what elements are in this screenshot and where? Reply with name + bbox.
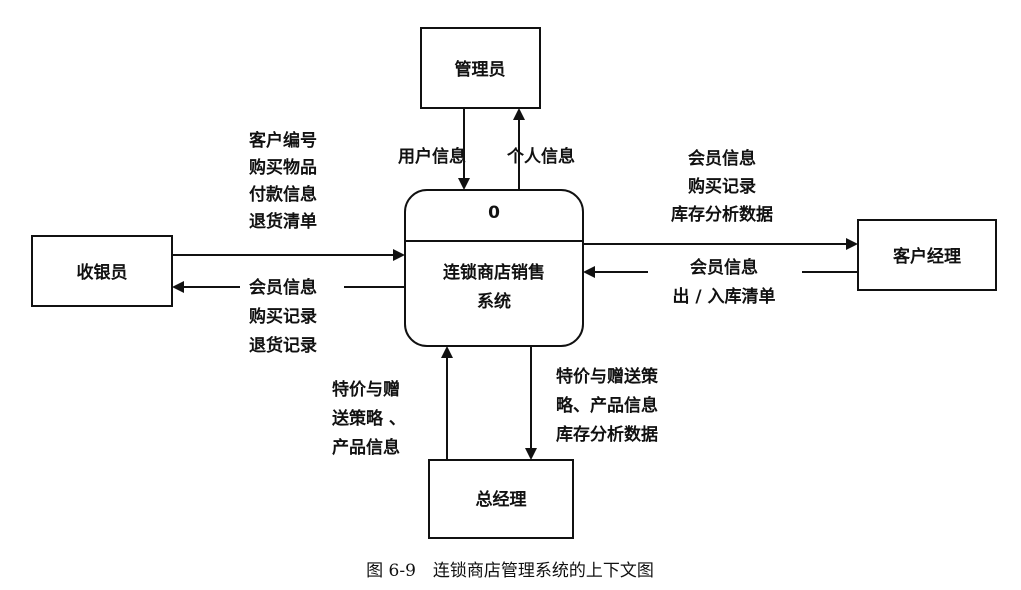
- admin-to-system-arrowhead: [458, 178, 470, 190]
- system-to-cashier-arrowhead: [172, 281, 184, 293]
- system-to-account-manager-label-1: 会员信息: [688, 148, 756, 169]
- cashier-to-system-label-2: 购买物品: [249, 157, 317, 178]
- cashier-entity-box: [31, 235, 173, 307]
- cashier-to-system-label-1: 客户编号: [248, 130, 317, 151]
- admin-entity-box: [420, 27, 541, 109]
- process-name-line1: 连锁商店销售: [443, 262, 545, 283]
- system-to-gm-arrowhead: [525, 448, 537, 460]
- general-manager-entity-label: 总经理: [476, 489, 527, 510]
- gm-to-system-label-1: 特价与赠: [332, 379, 400, 400]
- account-manager-to-system-label-1: 会员信息: [690, 257, 758, 278]
- cashier-to-system-label-4: 退货清单: [249, 211, 317, 232]
- gm-to-system-label-2: 送策略 、: [332, 408, 406, 429]
- admin-to-system-label: 用户信息: [398, 146, 466, 167]
- account-manager-entity-box: [857, 219, 997, 291]
- gm-to-system-label-3: 产品信息: [332, 437, 400, 458]
- system-to-cashier-label-3: 退货记录: [249, 335, 317, 356]
- account-manager-to-system-label-2: 出 / 入库清单: [672, 286, 775, 307]
- system-to-admin-label: 个人信息: [506, 146, 575, 167]
- process-id: 0: [488, 203, 500, 223]
- system-to-gm-label-3: 库存分析数据: [556, 424, 658, 445]
- system-to-admin-arrowhead: [513, 108, 525, 120]
- gm-to-system-arrowhead: [441, 346, 453, 358]
- figure-caption: 图 6-9 连锁商店管理系统的上下文图: [366, 561, 654, 581]
- system-to-gm-label-1: 特价与赠送策: [556, 366, 659, 387]
- cashier-to-system-label-3: 付款信息: [249, 184, 317, 205]
- cashier-entity-label: 收银员: [77, 262, 128, 283]
- system-to-gm-label-2: 略、产品信息: [556, 395, 658, 416]
- system-to-cashier-label-1: 会员信息: [249, 277, 317, 298]
- general-manager-entity-box: [428, 459, 574, 539]
- system-to-account-manager-arrowhead: [846, 238, 858, 250]
- account-manager-entity-label: 客户经理: [892, 246, 961, 267]
- admin-entity-label: 管理员: [455, 59, 506, 80]
- system-to-account-manager-label-3: 库存分析数据: [671, 204, 773, 225]
- cashier-to-system-arrowhead: [393, 249, 405, 261]
- account-manager-to-system-arrowhead: [583, 266, 595, 278]
- system-to-cashier-label-2: 购买记录: [249, 306, 317, 327]
- process-box: [404, 189, 584, 347]
- process-name-line2: 系统: [477, 291, 511, 312]
- system-to-account-manager-label-2: 购买记录: [688, 176, 756, 197]
